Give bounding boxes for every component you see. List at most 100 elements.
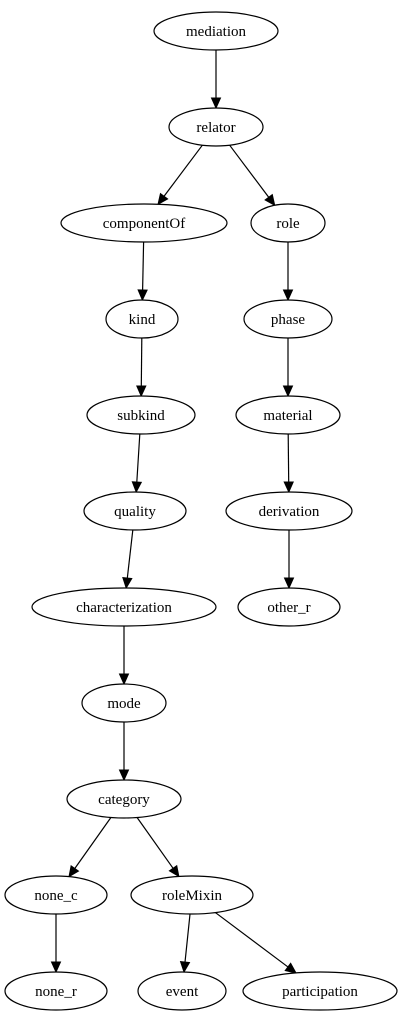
edge-relator-to-componentOf <box>157 144 203 206</box>
edge-kind-to-subkind <box>136 337 147 398</box>
edge-roleMixin-to-participation <box>215 912 297 974</box>
arrowhead-icon <box>131 481 143 494</box>
edge-line <box>287 433 290 483</box>
node-label: other_r <box>267 600 310 616</box>
node-participation: participation <box>242 971 398 1011</box>
node-shape <box>153 11 279 51</box>
arrowhead-icon <box>136 385 147 398</box>
node-shape <box>242 971 398 1011</box>
edge-line <box>136 817 174 869</box>
edge-line <box>163 144 203 197</box>
node-event: event <box>137 971 227 1011</box>
node-role: role <box>250 203 326 243</box>
node-shape <box>81 683 167 723</box>
node-label: mode <box>107 696 141 712</box>
node-shape <box>4 971 108 1011</box>
node-shape <box>66 779 182 819</box>
edge-line <box>136 433 141 483</box>
node-label: participation <box>282 984 358 1000</box>
edge-quality-to-characterization <box>122 529 134 590</box>
node-shape <box>105 299 179 339</box>
arrowhead-icon <box>179 961 191 974</box>
edge-subkind-to-quality <box>131 433 143 494</box>
arrowhead-icon <box>282 385 294 398</box>
edge-role-to-phase <box>282 242 294 302</box>
node-shape <box>83 491 187 531</box>
arrowhead-icon <box>282 289 294 302</box>
edge-line <box>215 912 289 968</box>
edge-line <box>184 913 191 963</box>
node-label: none_c <box>34 888 78 904</box>
node-componentOf: componentOf <box>60 203 228 243</box>
node-shape <box>86 395 196 435</box>
node-kind: kind <box>105 299 179 339</box>
node-label: subkind <box>117 408 165 424</box>
node-other_r: other_r <box>237 587 341 627</box>
edge-mediation-to-relator <box>210 50 222 110</box>
arrowhead-icon <box>118 769 130 782</box>
arrowhead-icon <box>68 865 80 878</box>
arrowhead-icon <box>118 673 130 686</box>
edge-line <box>126 529 134 579</box>
node-quality: quality <box>83 491 187 531</box>
node-label: relator <box>196 120 235 136</box>
edge-phase-to-material <box>282 338 294 398</box>
edge-roleMixin-to-event <box>179 913 191 974</box>
node-mode: mode <box>81 683 167 723</box>
node-shape <box>225 491 353 531</box>
arrowhead-icon <box>284 962 297 974</box>
edges-layer <box>50 50 297 974</box>
node-label: derivation <box>259 504 320 520</box>
arrowhead-icon <box>137 289 148 302</box>
arrowhead-icon <box>210 97 222 110</box>
node-label: quality <box>114 504 156 520</box>
node-label: mediation <box>186 24 246 40</box>
arrowhead-icon <box>264 193 276 207</box>
edge-material-to-derivation <box>283 433 294 494</box>
node-shape <box>4 875 108 915</box>
arrowhead-icon <box>168 864 180 878</box>
node-category: category <box>66 779 182 819</box>
node-phase: phase <box>243 299 333 339</box>
edge-line <box>142 241 145 291</box>
node-shape <box>137 971 227 1011</box>
node-subkind: subkind <box>86 395 196 435</box>
arrowhead-icon <box>50 961 62 974</box>
node-relator: relator <box>168 107 264 147</box>
arrowhead-icon <box>157 192 169 206</box>
node-label: characterization <box>76 600 172 616</box>
node-shape <box>235 395 341 435</box>
node-shape <box>250 203 326 243</box>
edge-none_c-to-none_r <box>50 914 62 974</box>
edge-category-to-roleMixin <box>136 817 180 878</box>
node-label: phase <box>271 312 305 328</box>
edge-mode-to-category <box>118 722 130 782</box>
node-shape <box>237 587 341 627</box>
node-label: material <box>263 408 312 424</box>
node-label: none_r <box>35 984 77 1000</box>
edge-line <box>74 817 112 869</box>
nodes-layer: mediation relator componentOf role kind phase… <box>4 11 398 1011</box>
node-shape <box>60 203 228 243</box>
edge-line <box>140 337 143 387</box>
arrowhead-icon <box>122 576 133 590</box>
node-shape <box>130 875 254 915</box>
edge-componentOf-to-kind <box>137 241 148 302</box>
arrowhead-icon <box>283 577 295 590</box>
node-none_r: none_r <box>4 971 108 1011</box>
node-shape <box>31 587 217 627</box>
node-label: category <box>98 792 150 808</box>
node-shape <box>168 107 264 147</box>
node-mediation: mediation <box>153 11 279 51</box>
edge-characterization-to-mode <box>118 626 130 686</box>
node-label: roleMixin <box>162 888 222 904</box>
node-derivation: derivation <box>225 491 353 531</box>
node-none_c: none_c <box>4 875 108 915</box>
node-shape <box>243 299 333 339</box>
edge-line <box>229 144 270 198</box>
node-label: kind <box>129 312 156 328</box>
node-roleMixin: roleMixin <box>130 875 254 915</box>
node-material: material <box>235 395 341 435</box>
node-label: role <box>276 216 300 232</box>
